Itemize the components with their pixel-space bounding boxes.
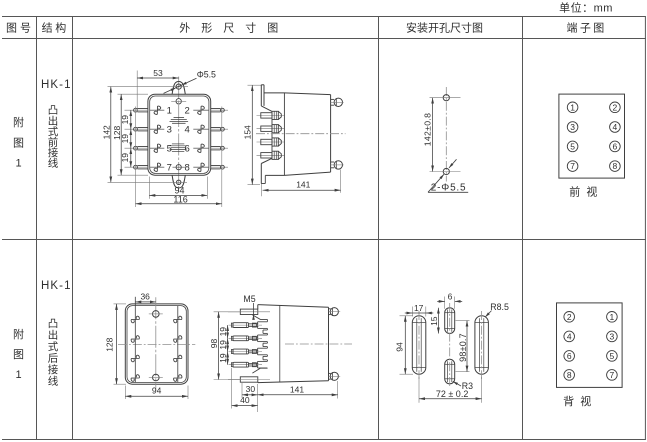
svg-text:1: 1: [15, 158, 21, 170]
svg-text:前: 前: [48, 136, 59, 149]
svg-text:3: 3: [610, 331, 615, 341]
svg-text:附: 附: [13, 327, 24, 341]
svg-text:1: 1: [167, 106, 172, 117]
svg-text:2: 2: [567, 312, 572, 322]
svg-text:结构: 结构: [42, 21, 69, 35]
svg-text:4: 4: [567, 331, 572, 341]
svg-text:128: 128: [112, 126, 122, 140]
svg-text:单位：mm: 单位：mm: [559, 0, 613, 14]
svg-text:R3: R3: [462, 381, 473, 391]
svg-text:前视: 前视: [569, 184, 603, 198]
svg-text:19: 19: [120, 115, 130, 125]
svg-text:出: 出: [48, 114, 59, 127]
svg-text:15: 15: [429, 316, 439, 326]
svg-text:7: 7: [570, 161, 575, 171]
svg-text:40: 40: [240, 395, 250, 405]
svg-text:Φ5.5: Φ5.5: [197, 69, 216, 79]
svg-text:128: 128: [104, 337, 114, 351]
svg-text:154: 154: [243, 125, 253, 139]
svg-text:1: 1: [610, 312, 615, 322]
svg-text:4: 4: [613, 122, 618, 132]
svg-text:17: 17: [414, 303, 424, 313]
svg-text:19: 19: [120, 153, 130, 163]
svg-text:端子图: 端子图: [566, 22, 606, 35]
svg-text:19: 19: [218, 340, 228, 350]
svg-text:6: 6: [185, 144, 190, 155]
svg-text:141: 141: [296, 180, 310, 190]
svg-text:8: 8: [185, 163, 190, 174]
svg-text:式: 式: [48, 340, 59, 353]
svg-text:背视: 背视: [563, 394, 597, 408]
svg-text:36: 36: [140, 292, 150, 302]
svg-text:142±0.8: 142±0.8: [422, 113, 432, 146]
svg-text:R8.5: R8.5: [490, 302, 509, 312]
svg-text:19: 19: [120, 134, 130, 144]
svg-text:凸: 凸: [48, 105, 59, 117]
svg-text:2-Φ5.5: 2-Φ5.5: [431, 183, 467, 194]
svg-text:4: 4: [185, 125, 190, 136]
svg-text:图: 图: [13, 137, 24, 150]
svg-text:72 ± 0.2: 72 ± 0.2: [436, 389, 468, 399]
svg-text:3: 3: [167, 125, 172, 136]
svg-text:6: 6: [567, 351, 572, 361]
svg-text:141: 141: [290, 384, 304, 394]
svg-text:安装开孔尺寸图: 安装开孔尺寸图: [406, 21, 483, 35]
svg-text:接: 接: [48, 146, 59, 159]
svg-text:附: 附: [13, 115, 24, 129]
svg-text:图: 图: [13, 348, 24, 361]
svg-text:5: 5: [570, 141, 575, 151]
svg-text:凸: 凸: [48, 318, 59, 330]
svg-text:接: 接: [48, 363, 59, 376]
svg-text:5: 5: [610, 351, 615, 361]
svg-text:式: 式: [48, 125, 59, 138]
svg-text:116: 116: [173, 194, 187, 204]
svg-text:94: 94: [394, 342, 404, 352]
svg-text:94: 94: [174, 186, 184, 196]
svg-text:19: 19: [218, 353, 228, 363]
svg-text:98±0.7: 98±0.7: [458, 333, 468, 362]
svg-text:2: 2: [613, 102, 618, 112]
svg-text:6: 6: [448, 291, 453, 301]
svg-text:8: 8: [613, 161, 618, 171]
svg-text:1: 1: [15, 369, 21, 381]
svg-text:线: 线: [48, 157, 59, 170]
svg-text:8: 8: [567, 370, 572, 380]
svg-text:1: 1: [570, 102, 575, 112]
svg-text:53: 53: [153, 68, 163, 78]
svg-text:5: 5: [167, 144, 172, 155]
svg-text:30: 30: [246, 384, 256, 394]
svg-text:图号: 图号: [6, 22, 34, 35]
svg-text:7: 7: [167, 163, 172, 174]
svg-text:7: 7: [610, 370, 615, 380]
svg-text:M5: M5: [243, 294, 255, 304]
svg-text:3: 3: [570, 122, 575, 132]
svg-text:外形尺寸图: 外形尺寸图: [179, 21, 289, 35]
svg-text:19: 19: [218, 327, 228, 337]
svg-text:98: 98: [209, 339, 219, 349]
svg-text:后: 后: [48, 353, 59, 365]
svg-text:出: 出: [48, 329, 59, 342]
svg-text:6: 6: [613, 141, 618, 151]
svg-text:线: 线: [48, 375, 59, 388]
svg-text:HK-1: HK-1: [41, 79, 72, 91]
svg-text:2: 2: [185, 106, 190, 117]
svg-text:142: 142: [102, 125, 112, 139]
svg-text:94: 94: [152, 385, 162, 395]
svg-text:HK-1: HK-1: [41, 280, 72, 292]
